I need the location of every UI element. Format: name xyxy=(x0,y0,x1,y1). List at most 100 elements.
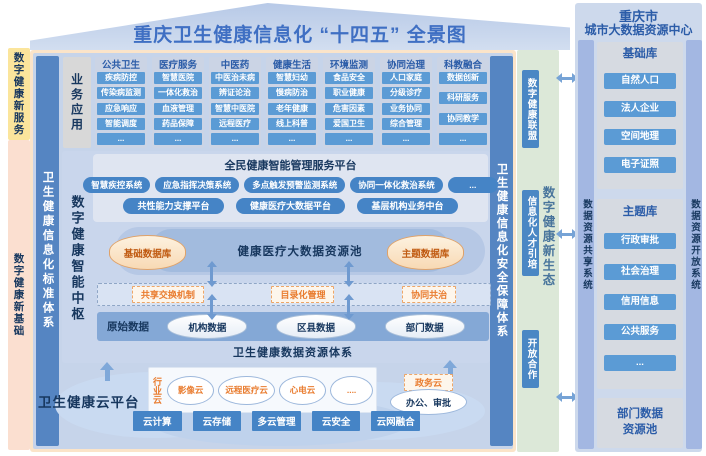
rail-data-share-system: 数据资源共享系统 xyxy=(578,40,594,449)
business-item: 科研服务 xyxy=(439,92,487,105)
business-item: 血液管理 xyxy=(154,102,202,115)
theme-library-box: 主题库 行政审批 社会治理 信用信息 公共服务 ... xyxy=(597,199,683,389)
platform-base: 健康医疗大数据平台 xyxy=(235,198,345,214)
hub-label: 数字健康智能中枢 xyxy=(69,195,85,323)
business-item: 慢病防治 xyxy=(268,87,316,100)
theme-database-cylinder: 主题数据库 xyxy=(387,235,464,270)
platform-system: 智慧疾控系统 xyxy=(83,177,151,193)
business-item: 辨证论治 xyxy=(211,87,259,100)
business-item: 一体化救治 xyxy=(154,87,202,100)
ecosystem-item-open-cooperation: 开放合作 xyxy=(522,330,539,388)
up-arrow-icon xyxy=(100,362,114,381)
vertical-double-arrow-icon xyxy=(206,294,217,320)
business-item: 爱国卫生 xyxy=(325,117,373,130)
business-item: 线上科普 xyxy=(268,117,316,130)
business-item: 远程医疗 xyxy=(211,117,259,130)
business-item-more: ... xyxy=(211,133,259,145)
business-item: 职业健康 xyxy=(325,87,373,100)
telemedicine-cloud: 远程医疗云 xyxy=(218,375,275,405)
business-item: 分级诊疗 xyxy=(382,87,430,100)
theme-library-item: 行政审批 xyxy=(604,233,676,250)
business-item: 协同教学 xyxy=(439,112,487,125)
base-library-item: 自然人口 xyxy=(604,73,676,89)
ecosystem-label: 数字健康新生态 xyxy=(540,186,555,288)
business-column-public-health: 公共卫生 疾病防控 传染病监测 应急响应 智能调度 ... xyxy=(95,57,147,148)
business-column-healthy-life: 健康生活 智慧妇幼 慢病防治 老年健康 线上科普 ... xyxy=(266,57,318,148)
column-title: 协同治理 xyxy=(386,60,425,71)
column-title: 科教融合 xyxy=(443,60,482,71)
rail-digital-health-new-foundation: 数字健康新基础 xyxy=(8,140,30,450)
business-item: 应急响应 xyxy=(97,102,145,115)
business-item: 数据创新 xyxy=(439,72,487,84)
raw-data-label: 原始数据 xyxy=(107,321,149,333)
ecosystem-item-alliance: 数字健康联盟 xyxy=(522,70,539,148)
governance-item: 共享交换机制 xyxy=(131,286,204,303)
business-item: 中医治未病 xyxy=(211,72,259,84)
business-column-governance: 协同治理 人口家庭 分级诊疗 业务协同 综合管理 ... xyxy=(380,57,432,148)
city-data-center-title-line2: 城市大数据资源中心 xyxy=(584,23,693,37)
theme-library-title: 主题库 xyxy=(622,206,658,218)
platform-system: 多点触发预警监测系统 xyxy=(244,177,346,193)
data-exchange-arrow-icon xyxy=(556,73,578,83)
business-item-more: ... xyxy=(325,133,373,145)
business-item: 人口家庭 xyxy=(382,72,430,84)
platform-base: 共性能力支撑平台 xyxy=(123,198,224,214)
base-library-title: 基础库 xyxy=(622,48,658,60)
vertical-double-arrow-icon xyxy=(343,294,354,320)
base-library-item: 空间地理 xyxy=(604,129,676,145)
business-item-more: ... xyxy=(97,133,145,145)
rail-data-open-system: 数据资源开放系统 xyxy=(686,40,702,449)
business-column-tcm: 中医药 中医治未病 辨证论治 智慧中医院 远程医疗 ... xyxy=(209,57,261,148)
industry-cloud-panel: 行业云 影像云 远程医疗云 心电云 .... xyxy=(148,367,377,413)
business-item: 综合管理 xyxy=(382,117,430,130)
raw-data-bar: 原始数据 机构数据 区县数据 部门数据 xyxy=(97,312,489,341)
data-resource-system-label: 卫生健康数据资源体系 xyxy=(233,347,353,359)
business-item: 疾病防控 xyxy=(97,72,145,84)
business-item: 智能调度 xyxy=(97,117,145,130)
business-columns: 公共卫生 疾病防控 传染病监测 应急响应 智能调度 ... 医疗服务 智慧医院 … xyxy=(95,57,489,148)
business-column-environment: 环境监测 食品安全 职业健康 危害因素 爱国卫生 ... xyxy=(323,57,375,148)
business-column-science-education: 科教融合 数据创新 科研服务 协同教学 ... xyxy=(437,57,489,148)
data-exchange-arrow-icon xyxy=(556,392,578,402)
platform-base: 基层机构业务中台 xyxy=(357,198,458,214)
more-cloud: .... xyxy=(330,375,373,405)
rail-digital-health-new-service: 数字健康新服务 xyxy=(8,48,30,140)
cloud-capability: 多云管理 xyxy=(252,411,301,431)
vertical-double-arrow-icon xyxy=(206,261,217,287)
city-data-center-title-line1: 重庆市 xyxy=(618,9,658,24)
business-item-more: ... xyxy=(439,132,487,145)
imaging-cloud: 影像云 xyxy=(167,375,215,405)
base-library-box: 基础库 自然人口 法人企业 空间地理 电子证照 xyxy=(597,42,683,189)
data-governance-box: 共享交换机制 目录化管理 协同共治 xyxy=(97,283,491,306)
theme-library-item: 社会治理 xyxy=(604,263,676,280)
theme-library-item-more: ... xyxy=(604,354,676,371)
business-application-label: 业务应用 xyxy=(63,57,91,148)
business-column-medical-service: 医疗服务 智慧医院 一体化救治 血液管理 药品保障 ... xyxy=(152,57,204,148)
cloud-capability-row: 云计算 云存储 多云管理 云安全 云网融合 xyxy=(133,411,420,431)
platform-system-more: ... xyxy=(447,177,498,193)
base-library-item: 法人企业 xyxy=(604,101,676,117)
column-title: 中医药 xyxy=(220,60,250,71)
business-item: 业务协同 xyxy=(382,102,430,115)
dept-data-cylinder: 部门数据 xyxy=(384,314,465,339)
dept-data-pool-line2: 资源池 xyxy=(622,424,658,436)
platform-title: 全民健康智能管理服务平台 xyxy=(224,160,357,172)
rail-standard-system: 卫生健康信息化标准体系 xyxy=(36,56,59,446)
business-item: 智慧医院 xyxy=(154,72,202,84)
theme-library-item: 信用信息 xyxy=(604,293,676,310)
business-item: 食品安全 xyxy=(325,72,373,84)
rail-security-system: 卫生健康信息化安全保障体系 xyxy=(490,56,513,446)
business-item: 传染病监测 xyxy=(97,87,145,100)
dept-data-pool-box: 部门数据 资源池 xyxy=(597,398,683,448)
column-title: 环境监测 xyxy=(329,60,368,71)
business-item: 危害因素 xyxy=(325,102,373,115)
base-database-cylinder: 基础数据库 xyxy=(109,235,186,270)
page-title: 重庆卫生健康信息化 “十四五” 全景图 xyxy=(133,25,467,46)
platform-system: 协同一体化救治系统 xyxy=(350,177,443,193)
industry-cloud-label: 行业云 xyxy=(152,376,162,404)
column-title: 公共卫生 xyxy=(101,60,140,71)
ecosystem-item-talent: 信息化人才引培 xyxy=(522,190,539,276)
business-item-more: ... xyxy=(268,133,316,145)
business-item-more: ... xyxy=(382,133,430,145)
